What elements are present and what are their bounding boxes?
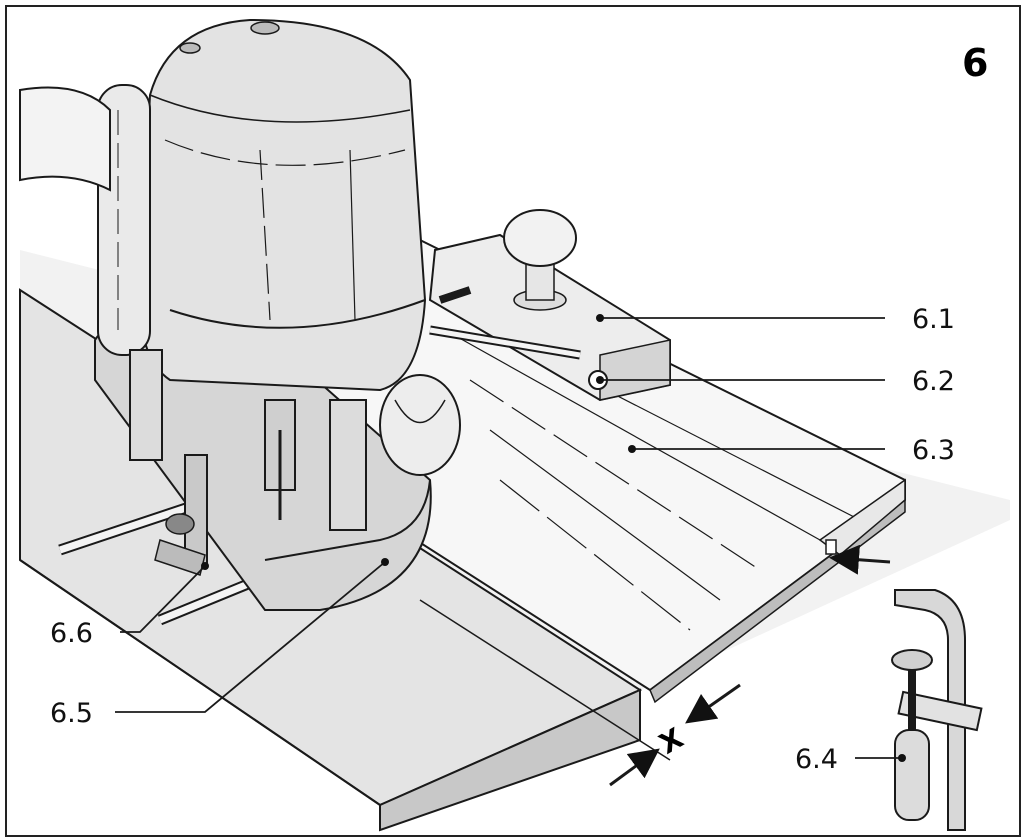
callout-6-4: 6.4 — [795, 744, 838, 775]
guide-holder — [428, 209, 671, 402]
dimension-x — [419, 599, 741, 787]
figure-number: 6 — [962, 41, 988, 85]
callout-leaders — [115, 314, 906, 762]
callout-6-1: 6.1 — [912, 304, 955, 335]
callout-6-6: 6.6 — [50, 618, 93, 649]
dimension-x-label: X — [654, 721, 690, 761]
screw-clamp — [829, 544, 983, 831]
callout-6-3: 6.3 — [912, 435, 955, 466]
router — [19, 18, 461, 611]
depth-scale — [154, 454, 208, 576]
callout-6-5: 6.5 — [50, 698, 93, 729]
callout-6-2: 6.2 — [912, 366, 955, 397]
